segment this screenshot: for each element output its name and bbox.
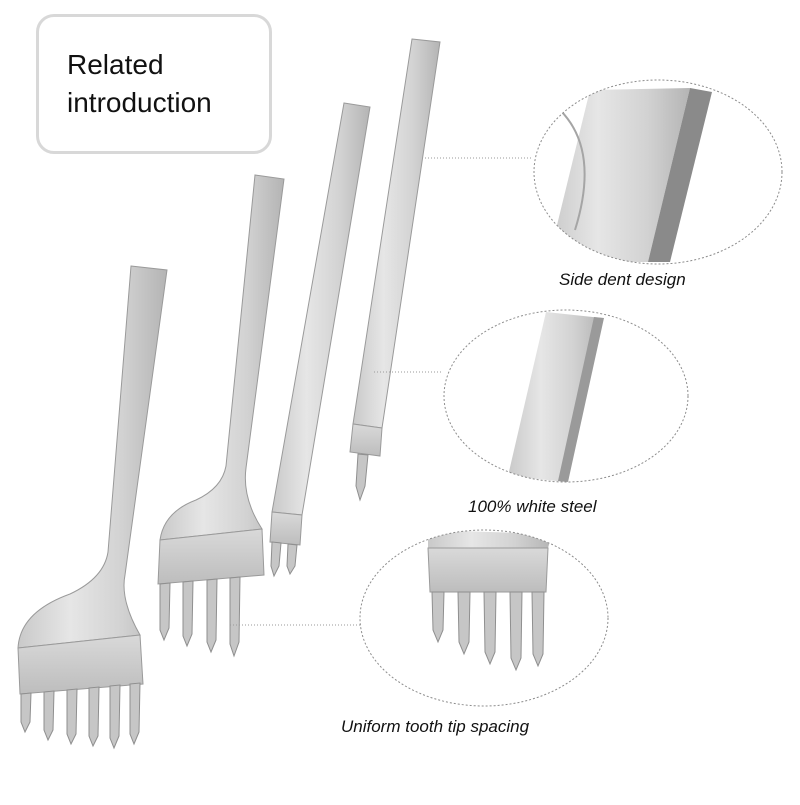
zoom-callout-white-steel xyxy=(443,309,689,483)
chisel-2-prong xyxy=(269,102,371,578)
caption-tooth-spacing: Uniform tooth tip spacing xyxy=(341,717,530,736)
chisel-1-tooth xyxy=(355,453,369,502)
chisel-4-prong xyxy=(157,174,285,658)
title-line-2: introduction xyxy=(67,87,212,118)
chisel-2-teeth xyxy=(270,541,298,578)
zoom-callout-side-dent xyxy=(533,79,783,265)
chisel-4-teeth xyxy=(159,576,241,658)
zoom-callout-tooth-spacing xyxy=(359,529,609,707)
caption-white-steel: 100% white steel xyxy=(468,497,597,516)
title-line-1: Related xyxy=(67,49,164,80)
title-card: Related introduction xyxy=(36,14,272,154)
caption-side-dent: Side dent design xyxy=(559,270,686,289)
callout-guides xyxy=(230,157,533,626)
chisel-6-teeth xyxy=(20,682,141,750)
chisel-1-prong xyxy=(349,38,441,502)
chisel-6-prong xyxy=(17,265,168,750)
